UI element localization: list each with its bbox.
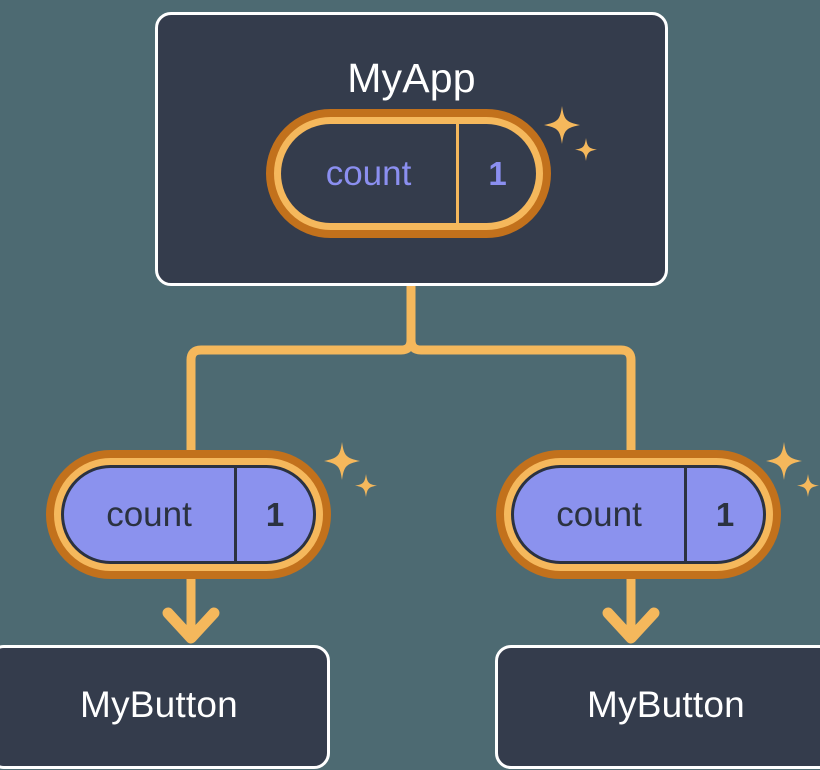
state-name: count <box>325 153 412 193</box>
wire-to-right-child <box>406 281 636 455</box>
wire-to-left-child <box>186 281 416 455</box>
sparkle-small-icon <box>355 474 377 497</box>
state-name: count <box>556 494 642 534</box>
component-label-mybutton-left: MyButton <box>80 684 238 725</box>
state-pill-myapp[interactable]: count 1 <box>266 109 551 238</box>
arrow-down-icon-left <box>162 579 220 644</box>
state-pill-child-right[interactable]: count 1 <box>496 450 781 579</box>
state-pill-inner: count 1 <box>61 465 316 564</box>
state-pill-child-left[interactable]: count 1 <box>46 450 331 579</box>
component-box-mybutton-left[interactable]: MyButton <box>0 645 330 769</box>
state-pill-inner: count 1 <box>281 124 536 223</box>
state-value: 1 <box>684 468 763 561</box>
arrow-down-icon-right <box>602 579 660 644</box>
state-pill-inner: count 1 <box>511 465 766 564</box>
component-label-myapp: MyApp <box>347 55 476 101</box>
state-name: count <box>106 494 192 534</box>
state-value: 1 <box>234 468 313 561</box>
state-value: 1 <box>456 124 536 223</box>
component-box-mybutton-right[interactable]: MyButton <box>495 645 820 769</box>
sparkle-icon <box>324 442 360 480</box>
component-label-mybutton-right: MyButton <box>587 684 745 725</box>
sparkle-icon <box>766 442 802 480</box>
sparkle-small-icon <box>797 474 819 497</box>
